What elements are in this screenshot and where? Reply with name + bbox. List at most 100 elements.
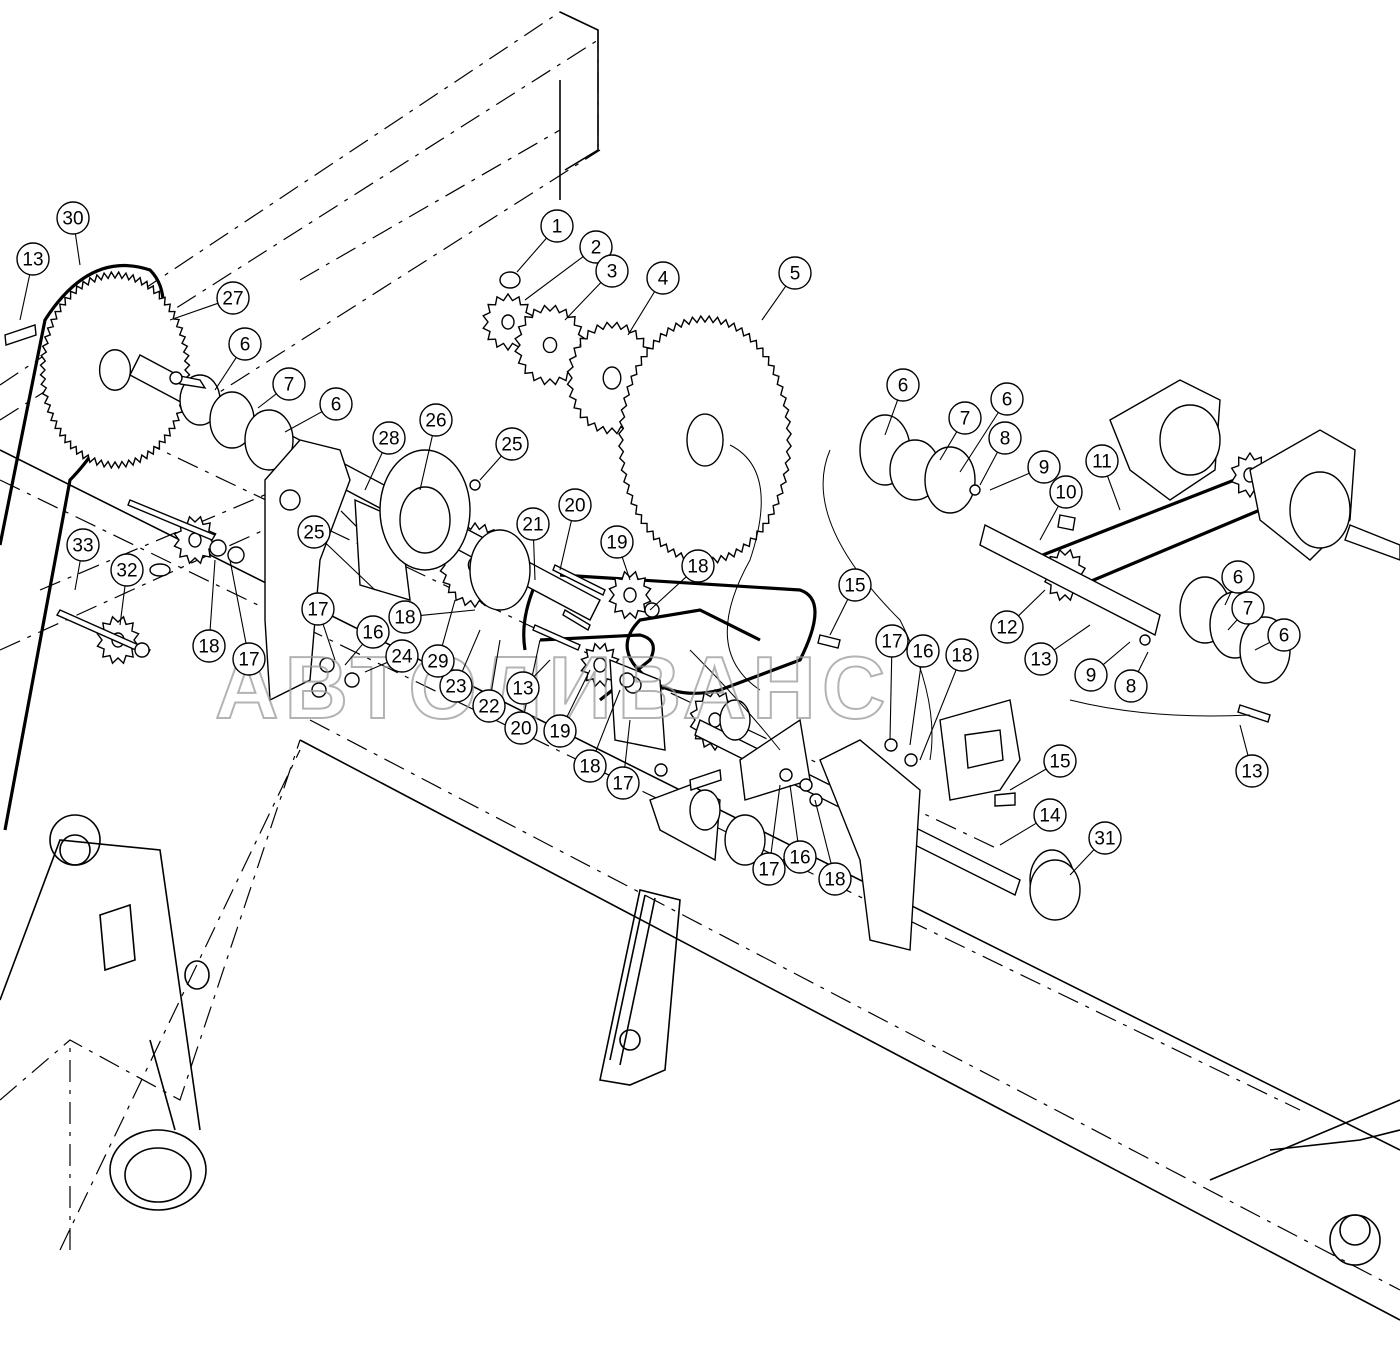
callout-leader [909, 666, 922, 746]
callout-17: 17 [875, 624, 909, 658]
callout-circle [1235, 754, 1269, 788]
callout-label: 32 [116, 561, 137, 582]
callout-circle [595, 254, 629, 288]
callout-circle [516, 507, 550, 541]
callout-leader [214, 357, 237, 391]
callout-circle [945, 638, 979, 672]
callout-leader [959, 412, 999, 473]
callout-leader [1227, 619, 1238, 631]
callout-circle [66, 528, 100, 562]
callout-label: 1 [552, 217, 563, 238]
callout-9: 9 [1027, 450, 1061, 484]
sprocket-hub [593, 657, 607, 673]
callout-label: 11 [1092, 452, 1112, 473]
callout-circle [988, 421, 1022, 455]
callout-label: 10 [1055, 483, 1076, 504]
callout-circle [1221, 560, 1255, 594]
callout-circle [681, 549, 715, 583]
callout-label: 27 [222, 289, 243, 310]
callout-18: 18 [945, 638, 979, 672]
callout-6: 6 [1267, 618, 1301, 652]
callout-24: 24 [385, 639, 419, 673]
callout-circle [110, 553, 144, 587]
callout-circle [558, 488, 592, 522]
chain-loop-lower [539, 633, 655, 702]
callout-circle [472, 689, 506, 723]
callout-7: 7 [948, 401, 982, 435]
callout-leader [770, 784, 781, 854]
callout-28: 28 [372, 421, 406, 455]
callout-label: 6 [1233, 568, 1244, 589]
callout-leader [829, 599, 849, 636]
callout-circle [356, 615, 390, 649]
callout-label: 18 [687, 557, 708, 578]
callout-11: 11 [1085, 444, 1119, 478]
callout-leader [169, 302, 219, 321]
callout-label: 13 [1241, 762, 1262, 783]
callout-circle [875, 624, 909, 658]
callout-leader [229, 559, 247, 644]
callout-circle [272, 367, 306, 401]
callout-leader [420, 609, 476, 616]
callout-22: 22 [472, 689, 506, 723]
callout-18: 18 [573, 749, 607, 783]
callout-label: 17 [612, 774, 633, 795]
callout-circle [818, 862, 852, 896]
callout-leader [1053, 624, 1091, 651]
callout-circle [886, 368, 920, 402]
callout-14: 14 [1033, 798, 1067, 832]
callout-leader [209, 559, 216, 631]
callout-12: 12 [990, 610, 1024, 644]
callout-leader [1069, 849, 1095, 876]
callout-label: 13 [1030, 650, 1051, 671]
callout-leader [595, 689, 621, 752]
callout-circle [1088, 821, 1122, 855]
callout-label: 16 [362, 623, 383, 644]
callout-label: 18 [394, 608, 415, 629]
callout-18: 18 [388, 600, 422, 634]
callout-circle [948, 401, 982, 435]
callout-leader [1239, 724, 1249, 756]
callout-label: 29 [427, 652, 448, 673]
callout-label: 19 [549, 722, 570, 743]
callout-18: 18 [192, 629, 226, 663]
callout-leader [364, 452, 383, 491]
callout-leader [364, 661, 388, 673]
callout-circle [504, 711, 538, 745]
callout-leader [119, 585, 126, 626]
callout-33: 33 [66, 528, 100, 562]
callout-label: 7 [960, 409, 971, 430]
callout-circle [540, 209, 574, 243]
callout-leader [884, 399, 899, 436]
callout-16: 16 [906, 634, 940, 668]
callout-3: 3 [595, 254, 629, 288]
callout-label: 22 [478, 697, 499, 718]
callout-label: 4 [658, 269, 669, 290]
callout-circle [1085, 444, 1119, 478]
callout-leader [621, 556, 631, 581]
callout-label: 17 [238, 650, 259, 671]
callout-circle [388, 600, 422, 634]
callout-leader [479, 455, 502, 481]
callout-leader [74, 233, 81, 266]
callout-leader [516, 237, 547, 273]
callout-circle [838, 568, 872, 602]
callout-leader [566, 669, 591, 717]
callout-1: 1 [540, 209, 574, 243]
callout-circle [56, 201, 90, 235]
callout-20: 20 [558, 488, 592, 522]
callout-label: 9 [1039, 458, 1050, 479]
callout-25: 25 [297, 515, 331, 549]
callout-label: 30 [62, 209, 83, 230]
callout-circle [419, 403, 453, 437]
sprocket-hub [686, 413, 724, 467]
callout-label: 16 [912, 642, 933, 663]
callout-5: 5 [778, 256, 812, 290]
callout-leader [1106, 475, 1121, 511]
callout-leader [1137, 651, 1149, 672]
callout-label: 18 [579, 757, 600, 778]
callout-leader [74, 560, 81, 591]
callout-circle [990, 610, 1024, 644]
chain-11-lower [1069, 508, 1261, 592]
